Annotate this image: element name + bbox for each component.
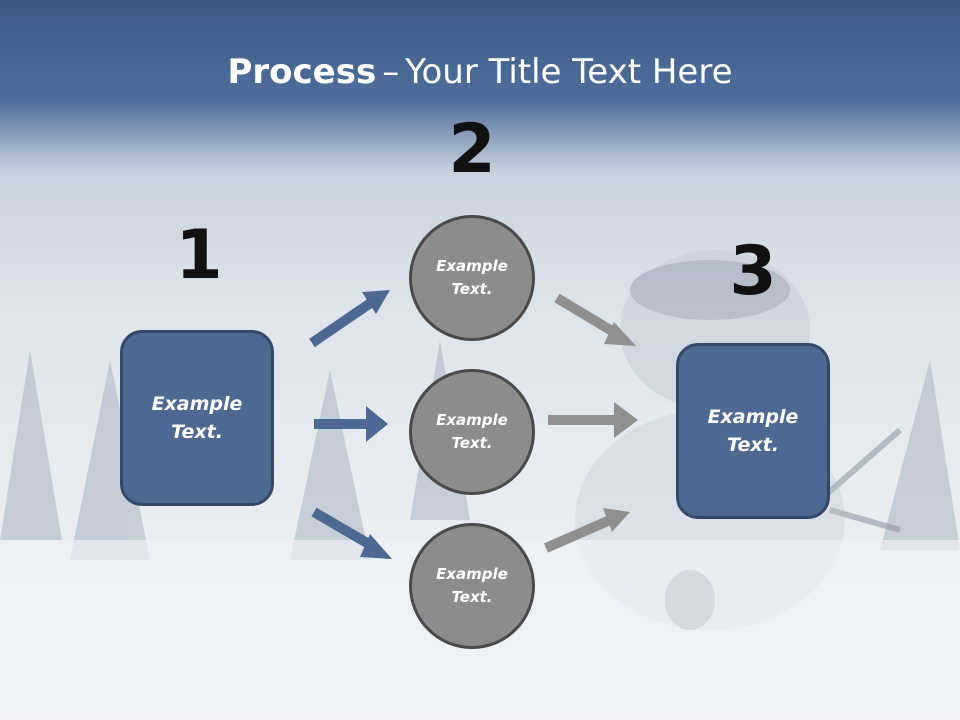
arrows-blue — [309, 290, 392, 559]
process-circle-2: Example Text. — [409, 369, 535, 495]
step-number-2: 2 — [448, 110, 496, 189]
title-bold: Process — [227, 52, 377, 92]
arrow-from-circle-3 — [543, 508, 630, 553]
right-process-box: Example Text. — [676, 343, 830, 519]
right-box-label: Example Text. — [707, 405, 799, 457]
step-number-3: 3 — [729, 232, 777, 311]
circle-3-label: Example Text. — [436, 564, 508, 606]
tree-shape — [290, 370, 370, 560]
arrows-gray — [543, 293, 638, 553]
tree-shape — [880, 360, 960, 550]
arrow-to-circle-3 — [311, 507, 392, 559]
arrow-from-circle-1 — [554, 293, 636, 346]
left-process-box: Example Text. — [120, 330, 274, 506]
slide-title: Process–Your Title Text Here — [0, 52, 960, 92]
tree-shape — [70, 360, 150, 560]
arrow-to-circle-1 — [309, 290, 390, 348]
title-separator: – — [382, 52, 400, 92]
title-rest: Your Title Text Here — [405, 52, 733, 92]
circle-1-label: Example Text. — [436, 256, 508, 298]
circle-2-label: Example Text. — [436, 410, 508, 452]
arrow-to-circle-2 — [314, 406, 388, 442]
step-number-1: 1 — [175, 216, 223, 295]
arrow-from-circle-2 — [548, 402, 638, 438]
process-circle-3: Example Text. — [409, 523, 535, 649]
tree-shape — [0, 350, 62, 540]
left-box-label: Example Text. — [151, 392, 243, 444]
process-circle-1: Example Text. — [409, 215, 535, 341]
